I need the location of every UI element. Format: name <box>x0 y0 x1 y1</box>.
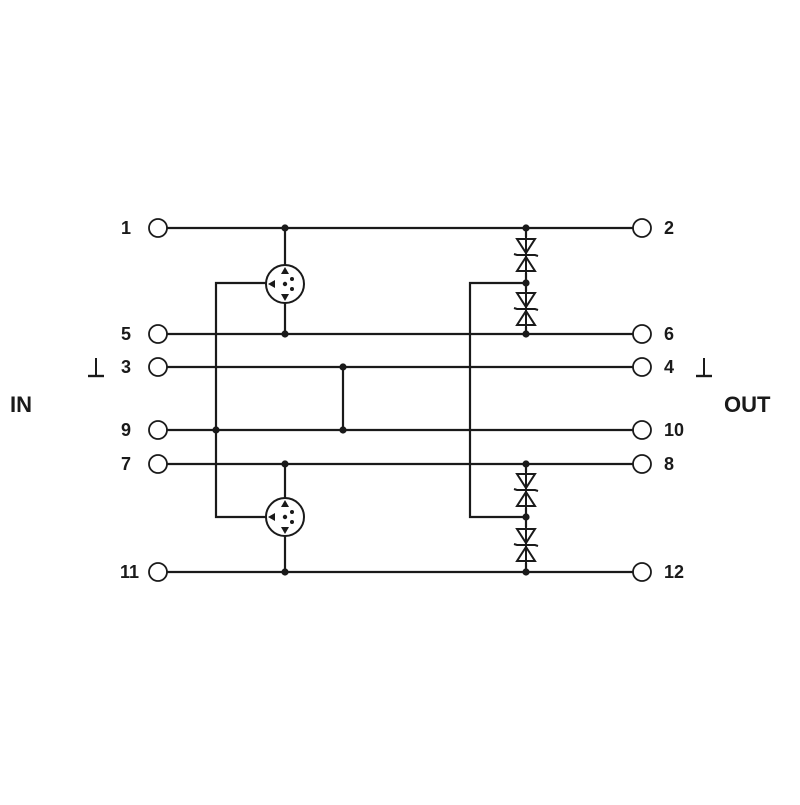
tvs-diode-icon <box>513 472 539 508</box>
terminal-6 <box>632 324 652 344</box>
terminal-12 <box>632 562 652 582</box>
pin-label-1: 1 <box>121 218 131 238</box>
junction-dot <box>281 460 289 468</box>
pin-label-9: 9 <box>121 420 131 440</box>
pin-label-2: 2 <box>664 218 674 238</box>
ground-icon <box>696 358 712 378</box>
terminal-7 <box>148 454 168 474</box>
in-label: IN <box>10 392 32 417</box>
terminal-2 <box>632 218 652 238</box>
pin-label-6: 6 <box>664 324 674 344</box>
junction-dot <box>522 279 530 287</box>
junction-dot <box>281 330 289 338</box>
junction-dot <box>212 426 220 434</box>
terminal-11 <box>148 562 168 582</box>
junction-dot <box>522 513 530 521</box>
terminal-4 <box>632 357 652 377</box>
terminal-3 <box>148 357 168 377</box>
junction-dot <box>281 224 289 232</box>
pin-label-11: 11 <box>120 562 139 582</box>
tvs-diode-icon <box>513 291 539 327</box>
terminal-8 <box>632 454 652 474</box>
gas-discharge-tube-icon <box>265 264 305 304</box>
junction-dots <box>212 224 530 576</box>
input-terminals <box>148 218 168 582</box>
tvs-diode-icon <box>513 527 539 563</box>
pin-label-4: 4 <box>664 357 674 377</box>
pin-label-7: 7 <box>121 454 131 474</box>
gdt-common-bus <box>214 281 266 519</box>
pin-label-10: 10 <box>664 420 684 440</box>
pin-label-8: 8 <box>664 454 674 474</box>
terminal-5 <box>148 324 168 344</box>
tvs-diode-icon <box>513 237 539 273</box>
junction-dot <box>522 460 530 468</box>
junction-dot <box>339 426 347 434</box>
terminal-1 <box>148 218 168 238</box>
junction-dot <box>281 568 289 576</box>
terminal-9 <box>148 420 168 440</box>
tvs-common-bus <box>468 281 526 519</box>
junction-dot <box>522 330 530 338</box>
output-terminals <box>632 218 652 582</box>
wires <box>167 226 633 574</box>
pin-label-5: 5 <box>121 324 131 344</box>
ground-icon <box>88 358 104 378</box>
junction-dot <box>522 224 530 232</box>
pin-label-3: 3 <box>121 357 131 377</box>
terminal-10 <box>632 420 652 440</box>
junction-dot <box>522 568 530 576</box>
pin-label-12: 12 <box>664 562 684 582</box>
junction-dot <box>339 363 347 371</box>
out-label: OUT <box>724 392 771 417</box>
gas-discharge-tube-icon <box>265 497 305 537</box>
